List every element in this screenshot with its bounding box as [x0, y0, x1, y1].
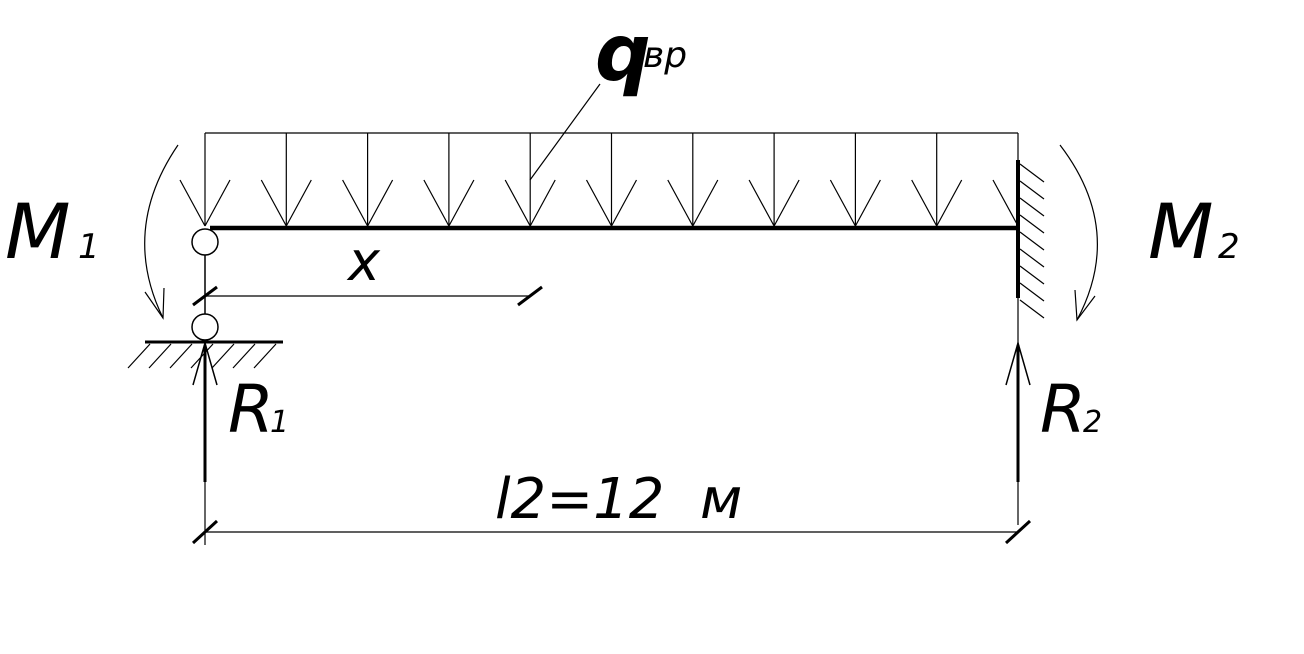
load-arrow-head — [529, 179, 556, 227]
moment-left-arc — [144, 144, 179, 320]
reaction-left-subscript: 1 — [270, 405, 289, 440]
hatch-line — [127, 343, 151, 369]
hatch-line — [1019, 197, 1045, 217]
load-arrow-head — [504, 179, 531, 227]
x-dimension — [192, 285, 543, 307]
hatch-line — [1019, 248, 1045, 268]
moment-right-arc — [1059, 144, 1098, 322]
load-arrow-head — [179, 179, 206, 227]
load-arrow-head — [692, 179, 719, 227]
distributed-load — [179, 132, 1019, 227]
reaction-left-arrow — [192, 340, 218, 482]
left-hinge-top — [191, 228, 219, 256]
load-arrow-head — [610, 179, 638, 227]
load-arrow-head — [585, 179, 613, 227]
hatch-line — [1019, 299, 1045, 319]
hatch-line — [1019, 231, 1045, 251]
load-label-subscript: вр — [643, 35, 687, 76]
load-label-symbol: q — [595, 9, 651, 99]
load-arrow-head — [667, 179, 694, 227]
reaction-right-subscript: 2 — [1083, 405, 1102, 440]
load-arrow-head — [854, 179, 881, 227]
load-arrow-head — [260, 179, 287, 227]
left-support — [127, 228, 283, 369]
load-arrow-head — [773, 179, 800, 227]
moment-right-label: M — [1148, 187, 1214, 276]
x-coordinate-label: x — [346, 230, 381, 293]
load-leader-line — [529, 83, 601, 181]
load-arrows — [179, 133, 1019, 227]
load-arrow-head — [829, 179, 856, 227]
load-arrow-head — [936, 179, 963, 227]
hatch-line — [148, 343, 172, 369]
reaction-right-label: R — [1040, 371, 1086, 448]
moment-left-label: M — [5, 187, 71, 276]
load-arrow-head — [992, 179, 1019, 227]
moment-right-subscript: 2 — [1218, 227, 1240, 267]
hatch-line — [169, 343, 193, 369]
hatch-line — [211, 343, 235, 369]
reaction-right-arrow — [1005, 340, 1031, 482]
hatch-line — [1019, 163, 1045, 183]
span-dimension-label: l2=12 м — [495, 467, 742, 532]
span-dimension — [191, 482, 1032, 545]
hatch-line — [1019, 265, 1045, 285]
load-arrow-head — [448, 179, 475, 227]
load-arrow-head — [204, 179, 231, 227]
load-arrow-head — [285, 179, 312, 227]
hatch-line — [1019, 180, 1045, 200]
load-arrow-head — [423, 179, 450, 227]
hatch-line — [232, 343, 256, 369]
moment-left-subscript: 1 — [78, 227, 100, 267]
hatch-line — [253, 343, 277, 369]
hatch-line — [1019, 214, 1045, 234]
right-support — [1016, 160, 1045, 525]
load-arrow-head — [911, 179, 938, 227]
hatch-line — [1019, 282, 1045, 302]
reaction-left-label: R — [228, 371, 274, 448]
load-arrow-head — [342, 179, 369, 227]
left-hinge-bottom — [191, 313, 219, 341]
load-arrow-head — [367, 179, 394, 227]
right-wall-hatch — [1019, 163, 1045, 319]
load-arrow-head — [748, 179, 775, 227]
